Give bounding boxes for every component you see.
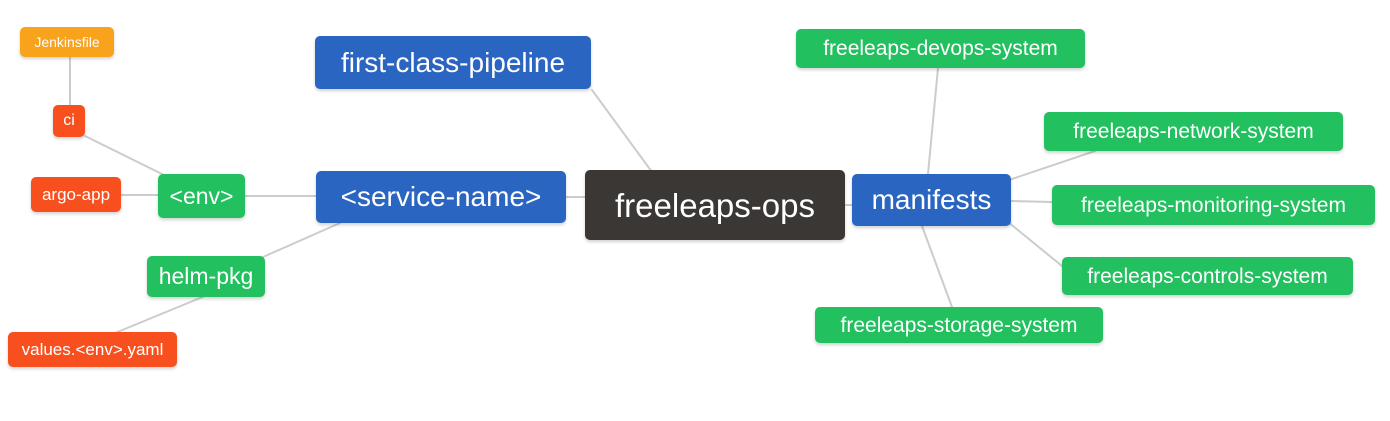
node-label: ci: [63, 112, 75, 129]
node-env[interactable]: <env>: [158, 174, 245, 218]
node-label: Jenkinsfile: [34, 34, 100, 50]
edge-first-class-pipeline-to-freeleaps-ops: [591, 89, 653, 173]
node-freeleaps-devops-system[interactable]: freeleaps-devops-system: [796, 29, 1085, 68]
node-values-env-yaml[interactable]: values.<env>.yaml: [8, 332, 177, 367]
edge-helm-pkg-to-service-name: [262, 222, 341, 258]
edge-manifests-to-freeleaps-network-system: [1005, 150, 1096, 182]
node-label: <env>: [169, 182, 234, 209]
node-label: values.<env>.yaml: [21, 340, 164, 359]
node-first-class-pipeline[interactable]: first-class-pipeline: [315, 36, 591, 89]
edge-ci-to-env: [84, 135, 171, 179]
node-label: first-class-pipeline: [340, 46, 566, 78]
node-label: freeleaps-ops: [615, 186, 815, 224]
edge-manifests-to-freeleaps-storage-system: [921, 225, 953, 308]
node-freeleaps-monitoring-system[interactable]: freeleaps-monitoring-system: [1052, 185, 1375, 225]
node-helm-pkg[interactable]: helm-pkg: [147, 256, 265, 297]
node-label: freeleaps-storage-system: [840, 313, 1078, 337]
node-label: helm-pkg: [158, 263, 254, 289]
node-label: freeleaps-devops-system: [823, 37, 1058, 60]
node-freeleaps-network-system[interactable]: freeleaps-network-system: [1044, 112, 1343, 151]
node-jenkinsfile[interactable]: Jenkinsfile: [20, 27, 114, 57]
node-label: manifests: [871, 184, 992, 215]
node-ci[interactable]: ci: [53, 105, 85, 137]
node-label: <service-name>: [340, 181, 542, 212]
node-label: freeleaps-controls-system: [1087, 264, 1328, 288]
node-argo-app[interactable]: argo-app: [31, 177, 121, 212]
node-freeleaps-ops[interactable]: freeleaps-ops: [585, 170, 845, 240]
node-freeleaps-storage-system[interactable]: freeleaps-storage-system: [815, 307, 1103, 343]
edge-values-env-yaml-to-helm-pkg: [114, 295, 206, 334]
node-label: freeleaps-network-system: [1073, 120, 1314, 143]
node-freeleaps-controls-system[interactable]: freeleaps-controls-system: [1062, 257, 1353, 295]
node-manifests[interactable]: manifests: [852, 174, 1011, 226]
node-label: argo-app: [41, 185, 111, 204]
edge-manifests-to-freeleaps-monitoring-system: [1010, 200, 1053, 203]
node-label: freeleaps-monitoring-system: [1081, 193, 1346, 217]
edge-manifests-to-freeleaps-controls-system: [1007, 221, 1063, 267]
node-service-name[interactable]: <service-name>: [316, 171, 566, 223]
edge-manifests-to-freeleaps-devops-system: [927, 67, 939, 175]
